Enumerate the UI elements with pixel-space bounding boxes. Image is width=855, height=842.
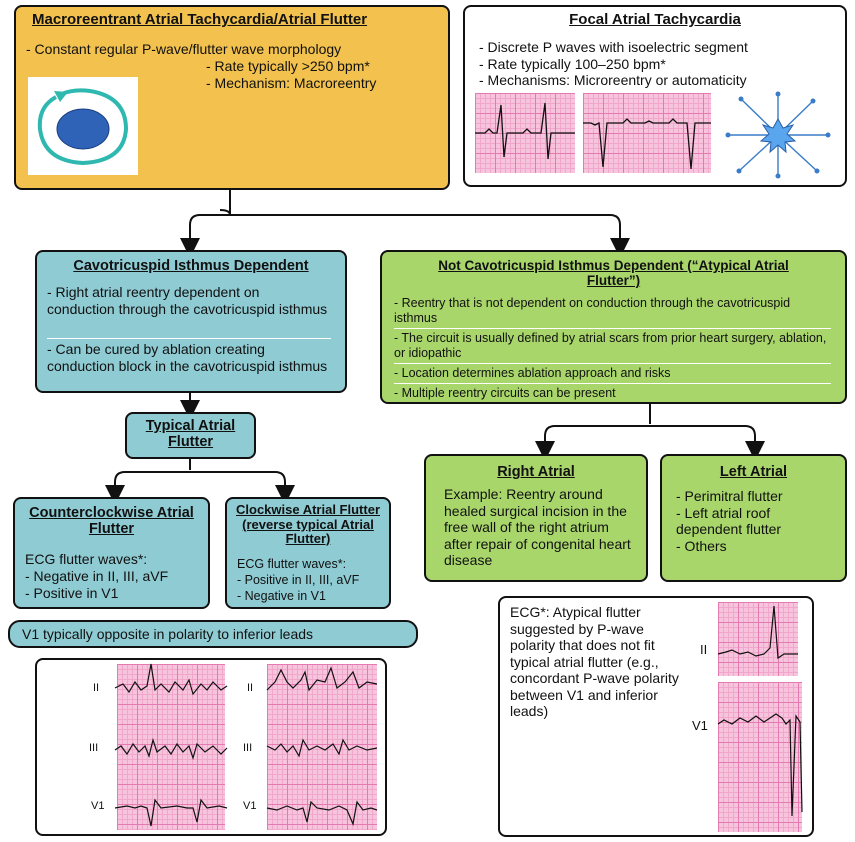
clockwise-ecg-label: ECG flutter waves*:: [237, 557, 347, 571]
v1-note-box: V1 typically opposite in polarity to inf…: [8, 620, 418, 648]
not-cti-divider-1: [394, 328, 831, 329]
cti-dependent-box: Cavotricuspid Isthmus Dependent - Right …: [35, 250, 347, 393]
typical-flutter-box: Typical Atrial Flutter: [125, 412, 256, 459]
focal-line-3: - Mechanisms: Microreentry or automatici…: [479, 72, 747, 89]
cw-lead-ii: II: [247, 682, 254, 694]
cw-lead-v1: V1: [243, 800, 257, 812]
not-cti-bullet-2: - The circuit is usually defined by atri…: [394, 331, 827, 360]
atypical-trace-ii: [717, 605, 798, 660]
left-atrial-box: Left Atrial - Perimitral flutter - Left …: [660, 454, 847, 582]
left-atrial-line-3: - Others: [676, 537, 727, 554]
counterclockwise-title: Counterclockwise Atrial Flutter: [29, 505, 194, 538]
not-cti-bullet-4: - Multiple reentry circuits can be prese…: [394, 386, 616, 400]
right-atrial-box: Right Atrial Example: Reentry around hea…: [424, 454, 648, 582]
cti-divider: [47, 338, 331, 339]
ccw-trace-v1: [114, 798, 228, 827]
ccw-trace-ii: [114, 663, 228, 696]
not-cti-dependent-title: Not Cavotricuspid Isthmus Dependent (“At…: [438, 258, 789, 289]
clockwise-title: Clockwise Atrial Flutter (reverse typica…: [236, 502, 380, 547]
macroreentrant-line-1: - Constant regular P-wave/flutter wave m…: [26, 41, 342, 57]
cw-trace-v1: [266, 800, 378, 827]
atypical-ecg-traces: [717, 605, 803, 817]
atypical-lead-v1: V1: [692, 718, 708, 733]
ccw-lead-v1: V1: [91, 800, 105, 812]
focal-ecg-strip-1: [475, 93, 575, 173]
cti-dependent-title: Cavotricuspid Isthmus Dependent: [73, 258, 309, 274]
macroreentrant-line-3: - Mechanism: Macroreentry: [206, 75, 377, 91]
counterclockwise-ecg-label: ECG flutter waves*:: [25, 551, 148, 567]
left-atrial-line-1: - Perimitral flutter: [676, 488, 783, 504]
left-atrial-line-2: - Left atrial roof dependent flutter: [676, 504, 782, 538]
counterclockwise-line-1: - Negative in II, III, aVF: [25, 568, 169, 584]
atypical-ecg-strip-v1: [718, 682, 802, 832]
v1-note-text: V1 typically opposite in polarity to inf…: [22, 626, 314, 642]
not-cti-divider-2: [394, 363, 831, 364]
cw-trace-iii: [266, 738, 378, 758]
atypical-ecg-text: ECG*: Atypical flutter suggested by P-wa…: [510, 604, 679, 720]
macroreentrant-line-2: - Rate typically >250 bpm*: [206, 58, 370, 74]
clockwise-box: Clockwise Atrial Flutter (reverse typica…: [225, 497, 391, 609]
clockwise-line-1: - Positive in II, III, aVF: [237, 573, 360, 587]
focal-ecg-strip-2: [583, 93, 711, 173]
not-cti-divider-3: [394, 383, 831, 384]
focal-line-2: - Rate typically 100–250 bpm*: [479, 55, 666, 72]
reentry-circuit-icon: [37, 88, 129, 166]
focal-box: Focal Atrial Tachycardia - Discrete P wa…: [463, 5, 847, 187]
left-atrial-lines: - Perimitral flutter - Left atrial roof …: [676, 488, 835, 554]
focal-line-1: - Discrete P waves with isoelectric segm…: [479, 39, 748, 55]
atypical-trace-v1: [717, 713, 803, 817]
atypical-ecg-box: ECG*: Atypical flutter suggested by P-wa…: [498, 596, 814, 837]
atypical-lead-ii: II: [700, 642, 708, 657]
ccw-ecg-strip: [117, 664, 225, 830]
focal-title: Focal Atrial Tachycardia: [569, 11, 741, 28]
clockwise-line-2: - Negative in V1: [237, 589, 326, 603]
typical-ecg-box: II III V1 II III V1: [35, 658, 387, 836]
typical-ecg-traces: [114, 663, 378, 827]
ccw-trace-iii: [114, 737, 228, 761]
focal-burst-illustration: [723, 91, 833, 179]
counterclockwise-line-2: - Positive in V1: [25, 585, 119, 601]
left-atrial-title: Left Atrial: [719, 464, 788, 480]
ccw-lead-iii: III: [89, 742, 99, 754]
counterclockwise-box: Counterclockwise Atrial Flutter ECG flut…: [13, 497, 210, 609]
cti-bullet-1: - Right atrial reentry dependent on cond…: [47, 284, 328, 317]
not-cti-bullet-3: - Location determines ablation approach …: [394, 366, 671, 380]
atypical-ecg-strip-ii: [718, 602, 798, 676]
focal-lines: - Discrete P waves with isoelectric segm…: [479, 39, 748, 89]
not-cti-dependent-box: Not Cavotricuspid Isthmus Dependent (“At…: [380, 250, 847, 404]
ecg-trace: [583, 118, 711, 170]
ecg-trace: [475, 102, 575, 160]
cw-lead-iii: III: [243, 742, 253, 754]
cti-bullet-2: - Can be cured by ablation creating cond…: [47, 341, 328, 374]
right-atrial-title: Right Atrial: [497, 464, 575, 480]
cw-trace-ii: [266, 666, 378, 692]
circuit-illustration: [28, 77, 138, 175]
right-atrial-body: Example: Reentry around healed surgical …: [444, 486, 631, 569]
macroreentrant-title: Macroreentrant Atrial Tachycardia/Atrial…: [32, 11, 368, 28]
not-cti-bullet-1: - Reentry that is not dependent on condu…: [394, 296, 791, 325]
focal-burst-icon: [725, 91, 831, 179]
typical-flutter-title: Typical Atrial Flutter: [145, 418, 236, 451]
ccw-lead-ii: II: [93, 682, 100, 694]
macroreentrant-box: Macroreentrant Atrial Tachycardia/Atrial…: [14, 5, 450, 190]
